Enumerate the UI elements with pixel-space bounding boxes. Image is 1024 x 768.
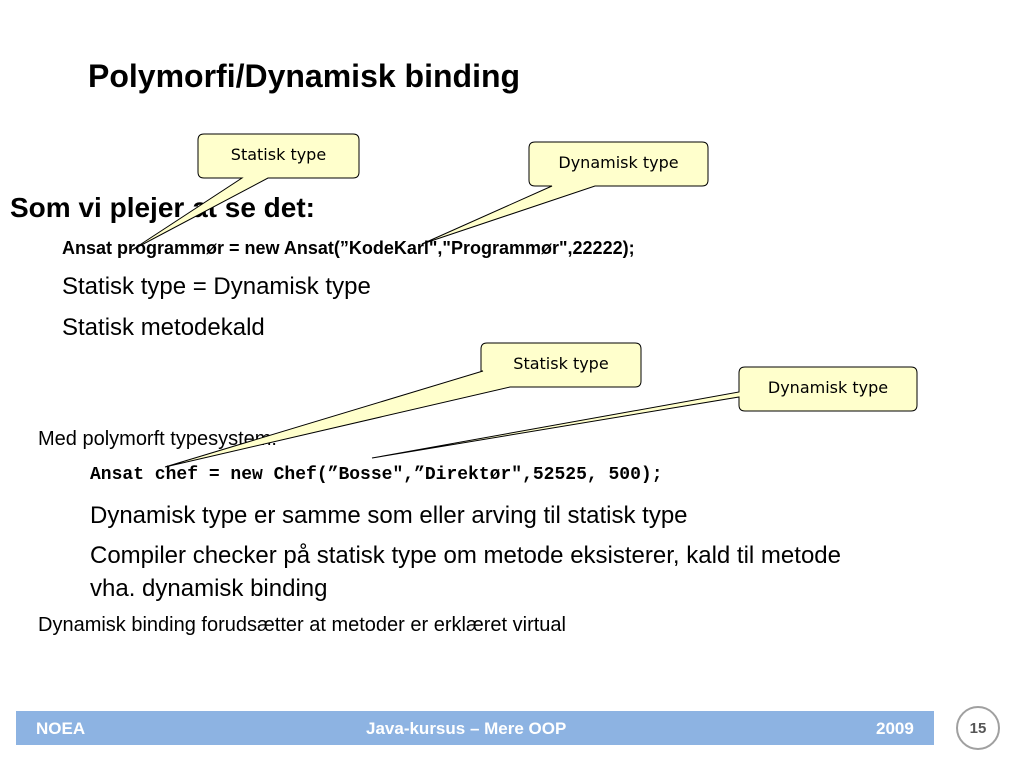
footer-course: Java-kursus – Mere OOP bbox=[366, 719, 567, 738]
callout-dynamic-type-1: Dynamisk type bbox=[558, 153, 679, 172]
callout-static-type-1: Statisk type bbox=[230, 145, 327, 164]
closing-note: Dynamisk binding forudsætter at metoder … bbox=[38, 614, 566, 636]
bullet-static-method-call: Statisk metodekald bbox=[62, 314, 265, 341]
footer-year: 2009 bbox=[876, 719, 914, 738]
bullet-dynamic-subtype: Dynamisk type er samme som eller arving … bbox=[90, 502, 688, 529]
bullet-compiler-check-2: vha. dynamisk binding bbox=[90, 575, 328, 602]
polymorphic-intro: Med polymorft typesystem: bbox=[38, 428, 277, 450]
page-number-badge: 15 bbox=[956, 706, 1000, 750]
callout-static-type-2: Statisk type bbox=[513, 354, 609, 373]
footer-org: NOEA bbox=[36, 719, 86, 738]
footer-bar: NOEA Java-kursus – Mere OOP 2009 bbox=[16, 711, 934, 745]
bullet-static-equals-dynamic: Statisk type = Dynamisk type bbox=[62, 273, 371, 300]
code-line-1: Ansat programmør = new Ansat(”KodeKarl",… bbox=[62, 238, 635, 258]
section-heading: Som vi plejer at se det: bbox=[10, 192, 315, 223]
bullet-compiler-check-1: Compiler checker på statisk type om meto… bbox=[90, 542, 841, 569]
code-line-2: Ansat chef = new Chef(”Bosse",”Direktør"… bbox=[90, 465, 663, 485]
page-number: 15 bbox=[969, 719, 987, 737]
slide-title: Polymorfi/Dynamisk binding bbox=[88, 58, 521, 94]
callout-dynamic-type-2: Dynamisk type bbox=[767, 378, 889, 397]
